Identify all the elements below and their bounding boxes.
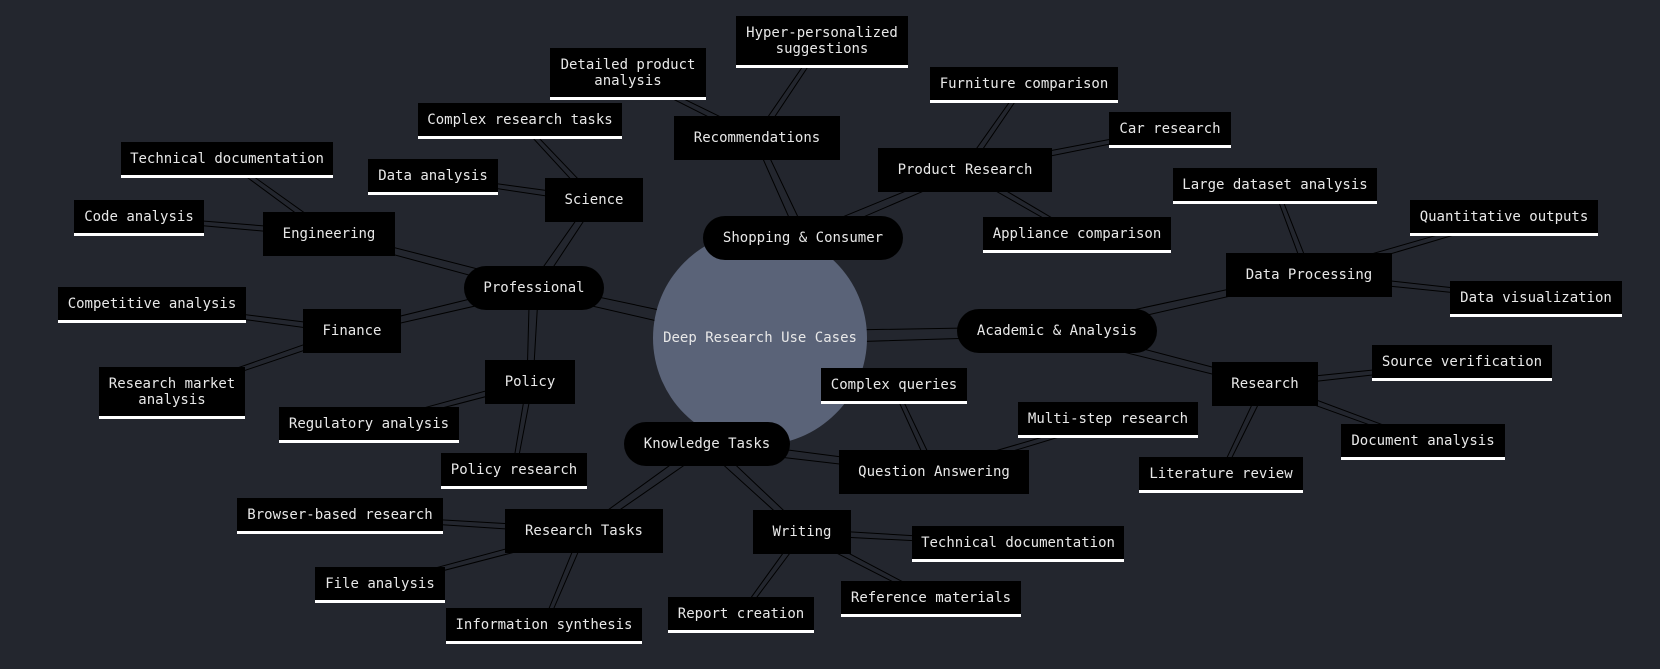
- subtopic-recommendations[interactable]: Recommendations: [674, 116, 840, 160]
- branch-academic-analysis-label: Academic & Analysis: [976, 323, 1138, 339]
- leaf-source-verification[interactable]: Source verification: [1372, 345, 1552, 381]
- subtopic-finance[interactable]: Finance: [303, 309, 401, 353]
- leaf-literature-review-label: Literature review: [1149, 465, 1293, 482]
- leaf-complex-research-tasks-label: Complex research tasks: [427, 111, 613, 128]
- branch-professional-label: Professional: [483, 280, 585, 296]
- subtopic-product-research-label: Product Research: [897, 162, 1033, 178]
- leaf-browser-based-research[interactable]: Browser-based research: [237, 498, 443, 534]
- leaf-research-market-analysis-label: Research market analysis: [108, 375, 236, 408]
- subtopic-finance-label: Finance: [322, 323, 382, 339]
- leaf-source-verification-label: Source verification: [1381, 353, 1543, 370]
- leaf-quantitative-outputs[interactable]: Quantitative outputs: [1410, 200, 1598, 236]
- subtopic-engineering[interactable]: Engineering: [263, 212, 395, 256]
- leaf-competitive-analysis[interactable]: Competitive analysis: [58, 287, 246, 323]
- leaf-large-dataset-analysis-label: Large dataset analysis: [1182, 176, 1368, 193]
- leaf-competitive-analysis-label: Competitive analysis: [67, 295, 237, 312]
- leaf-car-research-label: Car research: [1119, 120, 1221, 137]
- leaf-information-synthesis-label: Information synthesis: [455, 616, 633, 633]
- leaf-data-visualization-label: Data visualization: [1460, 289, 1612, 306]
- leaf-appliance-comparison[interactable]: Appliance comparison: [983, 217, 1171, 253]
- leaf-appliance-comparison-label: Appliance comparison: [992, 225, 1162, 242]
- root-node-label: Deep Research Use Cases: [663, 330, 857, 346]
- subtopic-writing-label: Writing: [772, 524, 832, 540]
- leaf-regulatory-analysis[interactable]: Regulatory analysis: [279, 407, 459, 443]
- leaf-quantitative-outputs-label: Quantitative outputs: [1419, 208, 1589, 225]
- subtopic-writing[interactable]: Writing: [753, 510, 851, 554]
- leaf-document-analysis-label: Document analysis: [1351, 432, 1495, 449]
- branch-academic-analysis[interactable]: Academic & Analysis: [957, 309, 1157, 353]
- leaf-complex-queries[interactable]: Complex queries: [821, 368, 967, 404]
- leaf-policy-research-label: Policy research: [450, 461, 578, 478]
- leaf-furniture-comparison-label: Furniture comparison: [939, 75, 1109, 92]
- branch-shopping-consumer-label: Shopping & Consumer: [722, 230, 884, 246]
- branch-professional[interactable]: Professional: [464, 266, 604, 310]
- subtopic-data-processing-label: Data Processing: [1245, 267, 1373, 283]
- subtopic-question-answering[interactable]: Question Answering: [839, 450, 1029, 494]
- leaf-literature-review[interactable]: Literature review: [1139, 457, 1303, 493]
- leaf-hyper-personalized-suggestions[interactable]: Hyper-personalized suggestions: [736, 16, 908, 68]
- leaf-data-analysis-label: Data analysis: [378, 167, 488, 184]
- branch-shopping-consumer[interactable]: Shopping & Consumer: [703, 216, 903, 260]
- leaf-code-analysis-label: Code analysis: [84, 208, 194, 225]
- leaf-car-research[interactable]: Car research: [1109, 112, 1231, 148]
- branch-knowledge-tasks-label: Knowledge Tasks: [643, 436, 771, 452]
- leaf-reference-materials[interactable]: Reference materials: [841, 581, 1021, 617]
- subtopic-recommendations-label: Recommendations: [693, 130, 821, 146]
- leaf-document-analysis[interactable]: Document analysis: [1341, 424, 1505, 460]
- leaf-furniture-comparison[interactable]: Furniture comparison: [930, 67, 1118, 103]
- leaf-policy-research[interactable]: Policy research: [441, 453, 587, 489]
- leaf-technical-documentation-label: Technical documentation: [921, 534, 1115, 551]
- subtopic-policy-label: Policy: [504, 374, 556, 390]
- subtopic-question-answering-label: Question Answering: [858, 464, 1010, 480]
- leaf-technical-documentation-label: Technical documentation: [130, 150, 324, 167]
- leaf-file-analysis[interactable]: File analysis: [315, 567, 445, 603]
- leaf-file-analysis-label: File analysis: [325, 575, 435, 592]
- leaf-multi-step-research-label: Multi-step research: [1027, 410, 1189, 427]
- leaf-regulatory-analysis-label: Regulatory analysis: [288, 415, 450, 432]
- subtopic-research[interactable]: Research: [1212, 362, 1318, 406]
- subtopic-research-label: Research: [1231, 376, 1299, 392]
- leaf-detailed-product-analysis[interactable]: Detailed product analysis: [550, 48, 706, 100]
- branch-knowledge-tasks[interactable]: Knowledge Tasks: [624, 422, 790, 466]
- leaf-multi-step-research[interactable]: Multi-step research: [1018, 402, 1198, 438]
- subtopic-engineering-label: Engineering: [282, 226, 376, 242]
- leaf-data-visualization[interactable]: Data visualization: [1450, 281, 1622, 317]
- root-node[interactable]: Deep Research Use Cases: [653, 231, 867, 445]
- leaf-browser-based-research-label: Browser-based research: [247, 506, 433, 523]
- subtopic-policy[interactable]: Policy: [485, 360, 575, 404]
- leaf-technical-documentation[interactable]: Technical documentation: [121, 142, 333, 178]
- leaf-technical-documentation[interactable]: Technical documentation: [912, 526, 1124, 562]
- subtopic-research-tasks[interactable]: Research Tasks: [505, 509, 663, 553]
- leaf-data-analysis[interactable]: Data analysis: [368, 159, 498, 195]
- leaf-research-market-analysis[interactable]: Research market analysis: [99, 367, 245, 419]
- subtopic-science[interactable]: Science: [545, 178, 643, 222]
- subtopic-data-processing[interactable]: Data Processing: [1226, 253, 1392, 297]
- leaf-complex-research-tasks[interactable]: Complex research tasks: [418, 103, 622, 139]
- leaf-report-creation[interactable]: Report creation: [668, 597, 814, 633]
- leaf-reference-materials-label: Reference materials: [850, 589, 1012, 606]
- leaf-large-dataset-analysis[interactable]: Large dataset analysis: [1173, 168, 1377, 204]
- leaf-hyper-personalized-suggestions-label: Hyper-personalized suggestions: [746, 24, 898, 57]
- leaf-complex-queries-label: Complex queries: [830, 376, 958, 393]
- leaf-detailed-product-analysis-label: Detailed product analysis: [560, 56, 696, 89]
- subtopic-product-research[interactable]: Product Research: [878, 148, 1052, 192]
- leaf-code-analysis[interactable]: Code analysis: [74, 200, 204, 236]
- leaf-report-creation-label: Report creation: [677, 605, 805, 622]
- leaf-information-synthesis[interactable]: Information synthesis: [446, 608, 642, 644]
- subtopic-research-tasks-label: Research Tasks: [524, 523, 643, 539]
- subtopic-science-label: Science: [564, 192, 624, 208]
